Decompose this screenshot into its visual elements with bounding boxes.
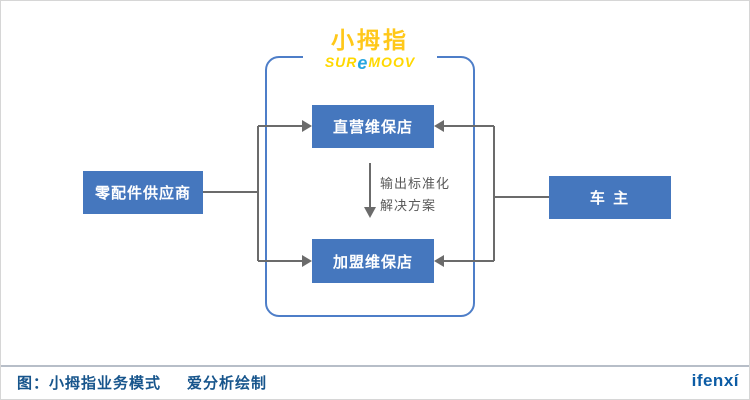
figure-caption: 图：小拇指业务模式 爱分析绘制: [17, 372, 267, 393]
node-car-owner-label: 车 主: [589, 190, 631, 207]
figure-caption-text: 图：小拇指业务模式: [17, 375, 162, 392]
figure-source-text: 爱分析绘制: [187, 375, 268, 392]
node-parts-supplier: 零配件供应商: [83, 171, 203, 214]
node-franchise-store: 加盟维保店: [312, 239, 434, 283]
annotation-line2: 解决方案: [380, 198, 437, 213]
node-direct-store-label: 直营维保店: [332, 119, 413, 136]
annotation-standardized-output: 输出标准化 解决方案: [380, 173, 450, 217]
node-franchise-store-label: 加盟维保店: [332, 253, 413, 271]
logo-latin-suffix: MOOV: [368, 54, 416, 70]
logo-e-glyph: e: [357, 53, 369, 73]
node-direct-store: 直营维保店: [312, 105, 434, 148]
suremoov-logo: 小拇指 SUReMOOV: [303, 27, 437, 79]
ifenxi-logo: ifenxí: [691, 371, 739, 390]
logo-chinese-name: 小拇指: [331, 27, 409, 53]
footer-divider: [1, 365, 749, 367]
node-parts-supplier-label: 零配件供应商: [94, 185, 191, 202]
annotation-line1: 输出标准化: [380, 176, 451, 191]
node-car-owner: 车 主: [549, 176, 671, 219]
logo-latin-name: SUReMOOV: [303, 54, 437, 72]
logo-latin-prefix: SUR: [324, 54, 358, 70]
